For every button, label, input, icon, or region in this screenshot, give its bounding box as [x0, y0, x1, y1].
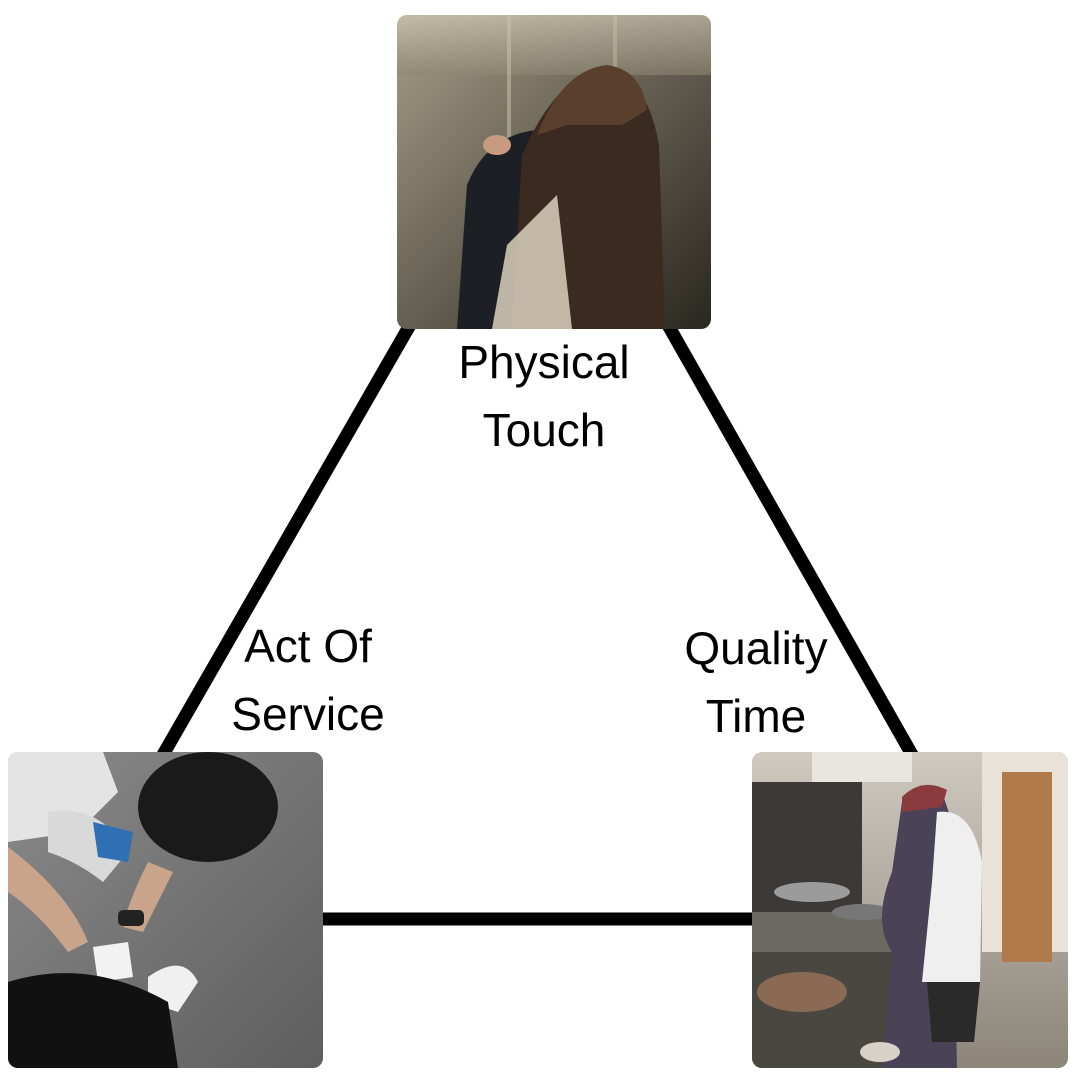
label-line: Touch: [482, 404, 606, 456]
hug-photo: [397, 15, 711, 329]
label-line: Physical: [458, 336, 630, 388]
label-line: Time: [705, 690, 807, 742]
label-line: Quality: [684, 622, 828, 674]
label-line: Service: [231, 688, 385, 740]
edge-top-right: [662, 321, 921, 764]
label-quality-time: Quality Time: [656, 614, 856, 750]
shoelace-photo: [8, 752, 323, 1068]
label-line: Act Of: [244, 620, 372, 672]
label-act-of-service: Act Of Service: [208, 612, 408, 748]
edge-top-left: [154, 321, 416, 764]
kitchen-photo: [752, 752, 1068, 1068]
label-physical-touch: Physical Touch: [444, 328, 644, 464]
